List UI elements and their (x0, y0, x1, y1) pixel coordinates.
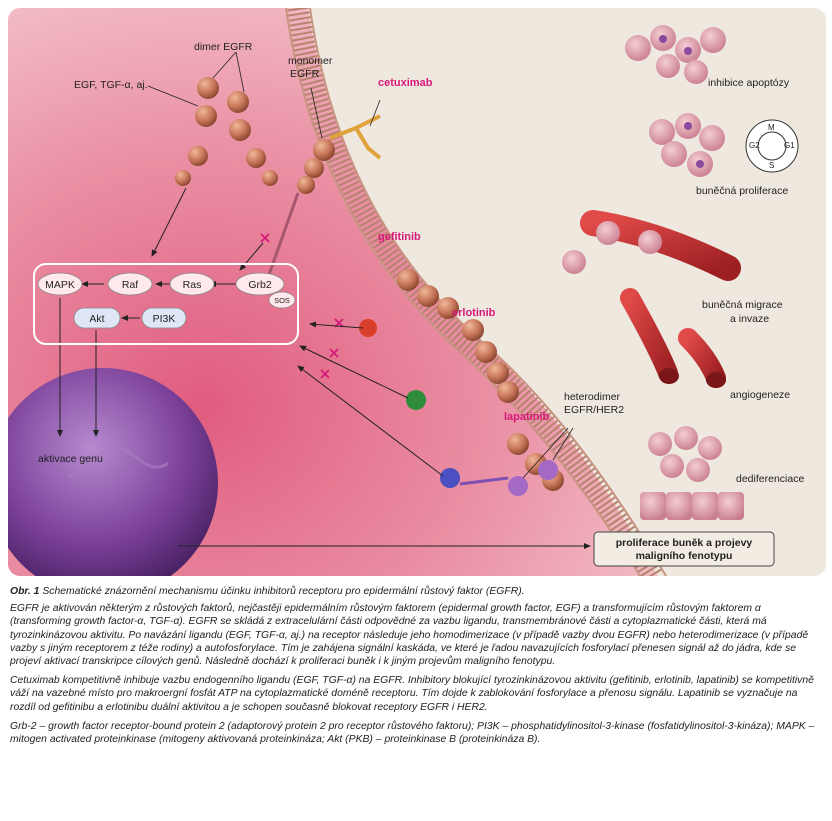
angiogenesis-vessels (620, 288, 726, 388)
proliferation-label: buněčná proliferace (696, 185, 788, 197)
dedifferentiation-label: dediferenciace (736, 473, 804, 485)
erlotinib-molecule (406, 390, 426, 410)
egfr-diagram: MAPK Raf Ras Grb2 SOS Akt PI3K dimer EGF… (8, 8, 826, 576)
mapk-node: MAPK (37, 272, 83, 296)
svg-text:M: M (768, 123, 775, 132)
svg-text:G1: G1 (784, 141, 795, 150)
result-box: proliferace buněk a projevy maligního fe… (593, 531, 775, 567)
dna-helix (67, 446, 169, 480)
gene-activation-label: aktivace genu (38, 453, 103, 465)
figure-caption: Obr. 1 Schematické znázornění mechanismu… (10, 585, 824, 752)
angiogenesis-label: angiogeneze (730, 389, 790, 401)
dimer-egfr-receptor (175, 77, 278, 186)
signaling-pathway-box (33, 263, 299, 345)
apoptosis-label: inhibice apoptózy (708, 77, 790, 89)
svg-text:PI3K: PI3K (153, 313, 176, 325)
proliferation-cells (649, 113, 725, 177)
caption-paragraph-2: Cetuximab kompetitivně inhibuje vazbu en… (10, 675, 814, 713)
svg-text:proliferace buněk a projevy: proliferace buněk a projevy (616, 537, 753, 549)
svg-text:Akt: Akt (89, 313, 104, 325)
migration-label-1: buněčná migrace (702, 299, 783, 311)
figure-title: Schematické znázornění mechanismu účinku… (42, 586, 525, 597)
ligands-label: EGF, TGF-α, aj. (74, 79, 148, 91)
erlotinib-label: erlotinib (452, 307, 496, 319)
heterodimer-label-2: EGFR/HER2 (564, 404, 624, 416)
migration-label-2: a invaze (730, 313, 769, 325)
her2-receptor-b (538, 460, 558, 480)
caption-paragraph-3: Grb-2 – growth factor receptor-bound pro… (10, 720, 815, 746)
svg-text:Raf: Raf (122, 279, 138, 291)
differentiated-cells-row (640, 492, 744, 520)
monomer-label-1: monomer (288, 55, 333, 67)
akt-node: Akt (73, 307, 121, 329)
figure-label: Obr. 1 (10, 586, 40, 597)
her2-receptor-a (508, 476, 528, 496)
sos-node: SOS (268, 291, 296, 309)
svg-text:MAPK: MAPK (45, 279, 75, 291)
gefitinib-molecule (359, 319, 377, 337)
caption-paragraph-1: EGFR je aktivován některým z růstových f… (10, 603, 809, 668)
pi3k-node: PI3K (141, 307, 187, 329)
raf-node: Raf (107, 272, 153, 296)
heterodimer-label-1: heterodimer (564, 391, 621, 403)
dedifferentiation-cells (648, 426, 722, 482)
svg-text:G2: G2 (749, 141, 760, 150)
migration-vessel (562, 210, 741, 281)
cell-cycle-diagram: M G1 S G2 (745, 119, 799, 173)
monomer-egfr-receptor (264, 139, 335, 284)
svg-text:S: S (769, 161, 774, 170)
signal-arrows (57, 187, 591, 549)
ras-node: Ras (169, 272, 215, 296)
svg-text:SOS: SOS (274, 296, 290, 305)
lapatinib-molecule (440, 468, 460, 488)
cell-membrane (285, 8, 667, 576)
lapatinib-label: lapatinib (504, 411, 550, 423)
dimer-egfr-label: dimer EGFR (194, 41, 253, 53)
svg-text:Ras: Ras (183, 279, 202, 291)
inhibition-marks (260, 233, 344, 379)
grb2-node: Grb2 (235, 272, 285, 296)
gefitinib-label: gefitinib (378, 231, 421, 243)
apoptosis-cells (625, 25, 726, 84)
membrane-receptors (397, 269, 564, 491)
svg-text:maligního fenotypu: maligního fenotypu (636, 550, 733, 562)
monomer-label-2: EGFR (290, 68, 320, 80)
svg-text:Grb2: Grb2 (248, 279, 272, 291)
cetuximab-label: cetuximab (378, 77, 433, 89)
